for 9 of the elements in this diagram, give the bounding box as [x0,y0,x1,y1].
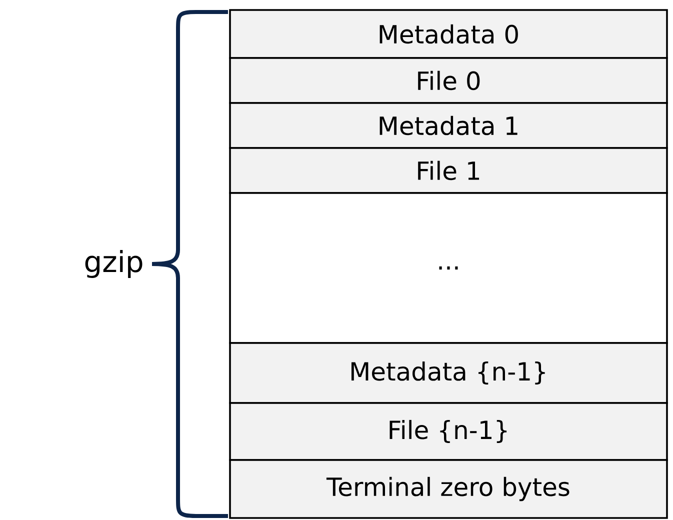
field-box: File {n-1} [229,402,668,461]
field-box: File 0 [229,57,668,104]
bracket-label: gzip [85,250,142,278]
field-box: Metadata {n-1} [229,342,668,404]
field-box: Terminal zero bytes [229,459,668,519]
field-box: Metadata 1 [229,102,668,149]
field-box: File 1 [229,147,668,194]
field-box: ... [229,192,668,344]
field-box: Metadata 0 [229,9,668,59]
